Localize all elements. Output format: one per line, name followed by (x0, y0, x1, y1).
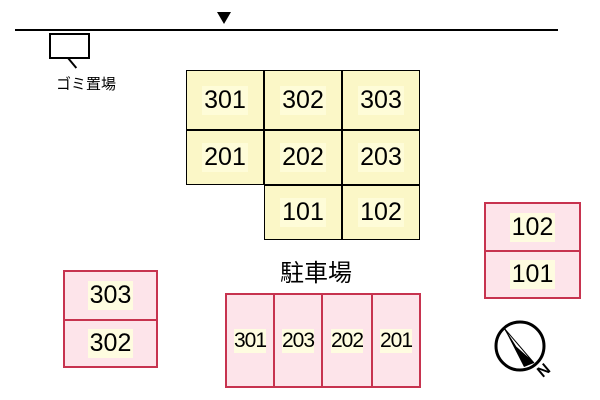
unit-203[interactable]: 203 (342, 130, 420, 185)
unit-102[interactable]: 102 (342, 185, 420, 240)
unit-number: 302 (280, 85, 326, 115)
parking-space-102[interactable]: 102 (484, 202, 581, 252)
unit-number: 201 (202, 143, 248, 172)
parking-space-201[interactable]: 201 (371, 293, 421, 388)
space-number: 101 (509, 260, 556, 289)
parking-space-101[interactable]: 101 (484, 250, 581, 299)
parking-label: 駐車場 (280, 259, 352, 287)
unit-number: 301 (202, 85, 248, 115)
unit-101[interactable]: 101 (264, 185, 342, 240)
parking-space-303[interactable]: 303 (63, 270, 158, 321)
parking-space-202[interactable]: 202 (321, 293, 373, 388)
parking-space-301[interactable]: 301 (225, 293, 275, 388)
unit-302[interactable]: 302 (264, 70, 342, 130)
garbage-leader-line (67, 57, 78, 69)
north-arrow-icon: N (494, 320, 554, 381)
unit-301[interactable]: 301 (186, 70, 264, 130)
unit-number: 303 (358, 85, 404, 115)
garbage-label: ゴミ置場 (56, 75, 117, 93)
unit-303[interactable]: 303 (342, 70, 420, 130)
space-number: 202 (330, 328, 364, 353)
unit-202[interactable]: 202 (264, 130, 342, 185)
entrance-arrow-icon (217, 12, 231, 24)
space-number: 303 (87, 281, 134, 310)
space-number: 203 (281, 328, 315, 353)
unit-201[interactable]: 201 (186, 130, 264, 185)
space-number: 201 (379, 328, 413, 353)
parking-space-302[interactable]: 302 (63, 319, 158, 368)
parking-space-203[interactable]: 203 (273, 293, 323, 388)
unit-number: 102 (358, 198, 404, 227)
unit-number: 203 (358, 143, 404, 172)
space-number: 102 (509, 212, 556, 242)
road-line (15, 29, 558, 31)
unit-number: 101 (280, 198, 326, 227)
space-number: 301 (233, 328, 267, 353)
space-number: 302 (87, 329, 134, 358)
garbage-area (49, 33, 90, 59)
unit-number: 202 (280, 143, 326, 172)
